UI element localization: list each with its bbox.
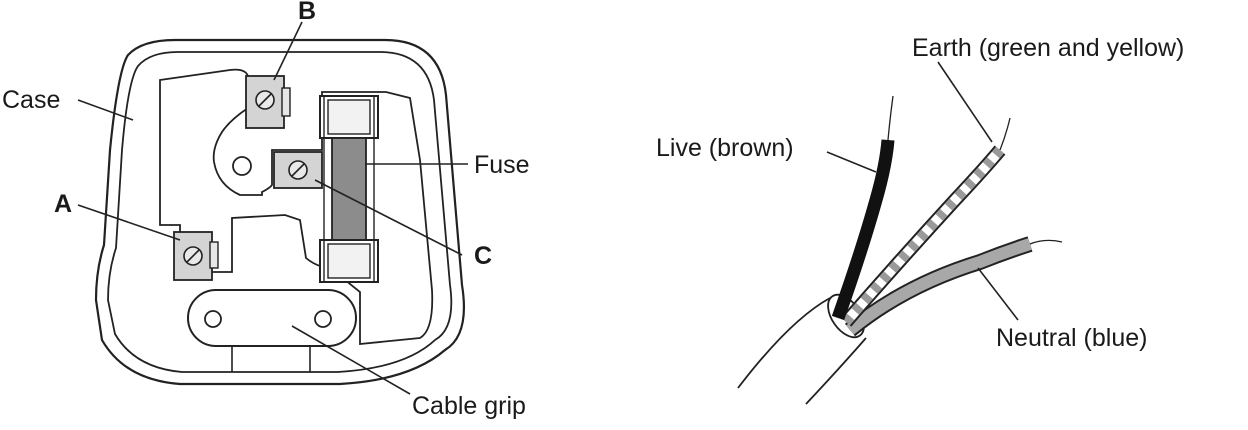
terminal-a-side — [209, 241, 219, 269]
neutral-wire-strands — [1029, 239, 1063, 245]
live-wire-strands — [887, 95, 894, 141]
cable-figure: Earth (green and yellow) Live (brown) Ne… — [656, 34, 1184, 405]
cable-grip-screw-hole-right — [314, 310, 332, 328]
terminal-b-side — [281, 87, 291, 117]
live-wire — [831, 139, 895, 321]
earth-wire-stripes — [842, 146, 1004, 326]
plug-case-outline — [94, 38, 466, 386]
fuse — [319, 95, 379, 283]
leader-b — [273, 21, 303, 81]
plug-pin-hole — [232, 156, 252, 176]
label-fuse: Fuse — [474, 151, 530, 179]
cable-sheath-left-edge — [737, 297, 831, 389]
label-earth: Earth (green and yellow) — [912, 34, 1184, 62]
label-neutral: Neutral (blue) — [996, 324, 1147, 352]
label-case: Case — [2, 86, 60, 114]
label-cable-grip: Cable grip — [412, 392, 526, 420]
label-a: A — [54, 190, 72, 218]
plug-figure: Case B A Fuse C Cable grip — [2, 0, 530, 420]
earth-wire-strands — [999, 117, 1011, 151]
fuse-top-cap — [327, 99, 371, 135]
label-live: Live (brown) — [656, 134, 794, 162]
leader-earth — [937, 61, 993, 143]
cable-grip — [187, 289, 357, 347]
leader-live — [826, 151, 877, 173]
fuse-body — [331, 137, 367, 243]
label-c: C — [474, 242, 492, 270]
fuse-bottom-cap — [327, 243, 371, 279]
leader-cable-grip — [291, 325, 411, 395]
leader-a — [77, 204, 181, 241]
terminal-a-screw-slot — [186, 249, 200, 263]
label-b: B — [298, 0, 316, 25]
leader-neutral — [977, 267, 1019, 321]
cable-grip-screw-hole-left — [204, 310, 222, 328]
terminal-c-screw-slot — [291, 163, 305, 177]
leader-c — [314, 179, 463, 256]
cable-sheath-right-edge — [805, 337, 867, 405]
terminal-b-screw-slot — [258, 93, 272, 107]
leader-case — [77, 99, 134, 121]
neutral-wire-fill — [846, 238, 1032, 335]
plug-case-inner-rim — [107, 51, 453, 373]
